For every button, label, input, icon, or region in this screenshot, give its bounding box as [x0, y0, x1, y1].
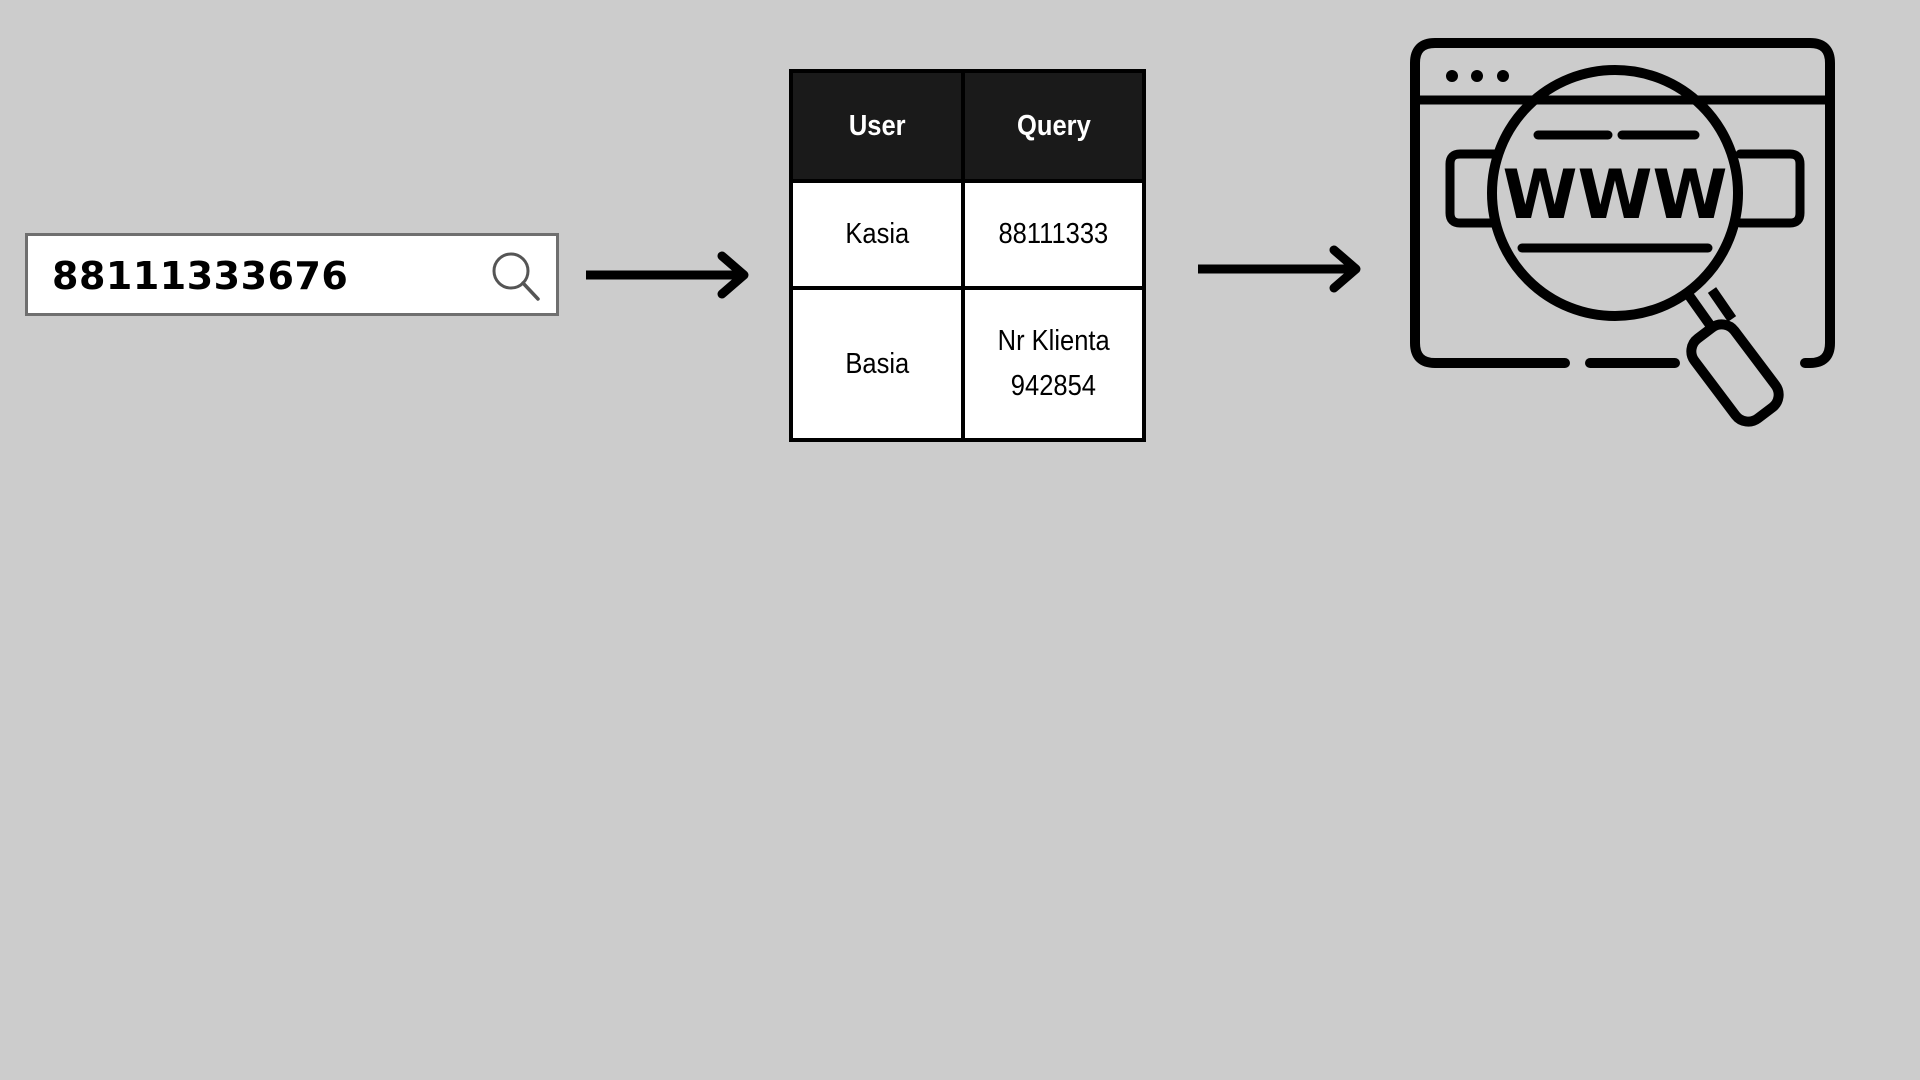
table-row: Kasia 88111333	[789, 179, 1146, 290]
column-header-user: User	[789, 69, 965, 183]
arrow-right-icon	[1198, 245, 1361, 293]
search-input-value: 88111333676	[52, 254, 349, 298]
table-row: Basia Nr Klienta 942854	[789, 286, 1146, 442]
column-header-query: Query	[961, 69, 1146, 183]
arrow-right-icon	[586, 251, 749, 299]
search-icon[interactable]	[490, 250, 542, 302]
cell-query: Nr Klienta 942854	[961, 286, 1146, 442]
cell-user: Basia	[789, 286, 965, 442]
www-label: WWW	[1502, 156, 1727, 235]
cell-query: 88111333	[961, 179, 1146, 290]
query-table: User Query Kasia 88111333 Basia Nr Klien…	[789, 69, 1146, 442]
table-header-row: User Query	[789, 69, 1146, 183]
search-input[interactable]: 88111333676	[25, 233, 559, 316]
cell-user: Kasia	[789, 179, 965, 290]
web-search-icon: WWW	[1410, 38, 1835, 427]
